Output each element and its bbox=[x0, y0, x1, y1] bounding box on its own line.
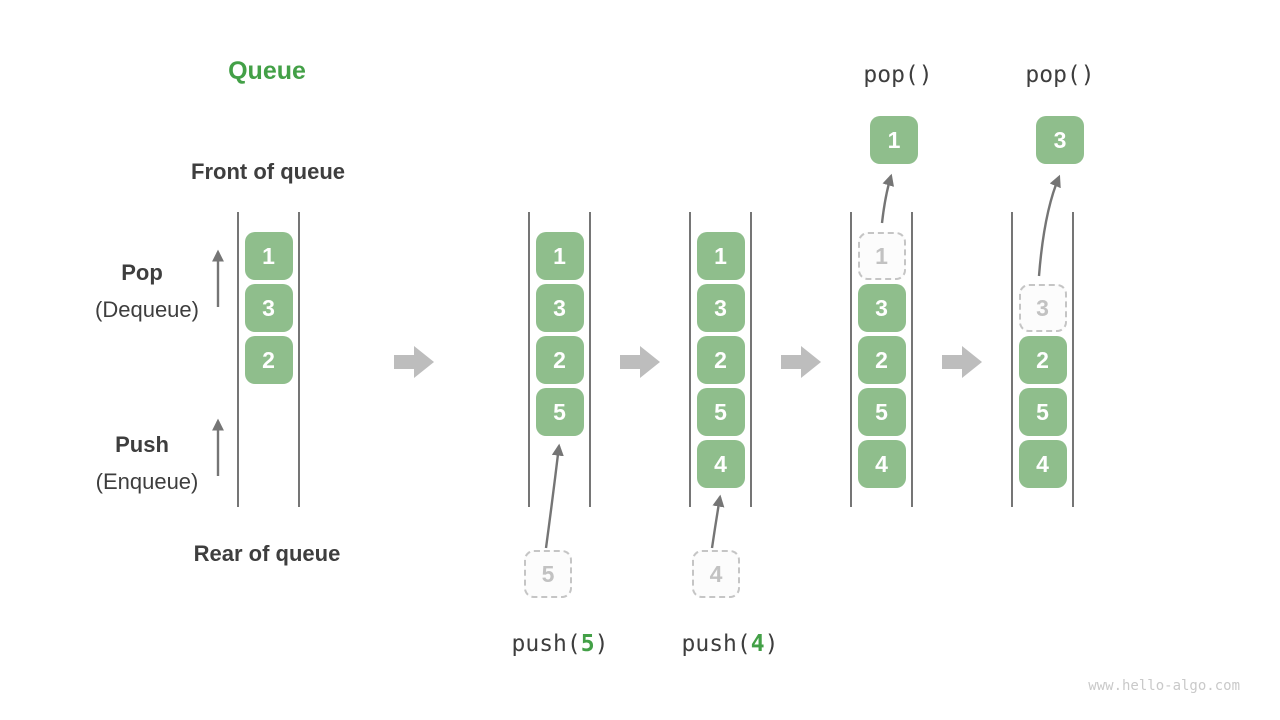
push-value-box: 4 bbox=[692, 550, 740, 598]
front-of-queue-label: Front of queue bbox=[191, 159, 345, 184]
push-label: Push bbox=[115, 432, 169, 457]
queue-cell: 5 bbox=[1018, 388, 1067, 436]
push-call-suffix: ) bbox=[594, 631, 609, 657]
page-title: Queue bbox=[228, 57, 306, 85]
queue-cell: 2 bbox=[857, 336, 906, 384]
push-5-arrow-icon bbox=[544, 443, 564, 549]
pop-call-label: pop() bbox=[863, 62, 933, 88]
queue-cell: 5 bbox=[857, 388, 906, 436]
push-value-box: 5 bbox=[524, 550, 572, 598]
pop-1-arrow-icon bbox=[880, 173, 894, 224]
queue-cell: 3 bbox=[244, 284, 293, 332]
pop-3-arrow-icon bbox=[1037, 174, 1061, 277]
push-call-prefix: push( bbox=[511, 631, 581, 657]
queue-cell-dashed: 3 bbox=[1018, 284, 1067, 332]
popped-value-box: 1 bbox=[870, 116, 918, 164]
queue-cell: 3 bbox=[535, 284, 584, 332]
queue-cell: 1 bbox=[244, 232, 293, 280]
push-call-arg: 4 bbox=[750, 631, 765, 657]
pop-call-label: pop() bbox=[1025, 62, 1095, 88]
push-call-suffix: ) bbox=[764, 631, 779, 657]
push-call-prefix: push( bbox=[681, 631, 751, 657]
queue-cell: 4 bbox=[1018, 440, 1067, 488]
queue-cell: 3 bbox=[857, 284, 906, 332]
queue-cell: 2 bbox=[1018, 336, 1067, 384]
push-call-arg: 5 bbox=[580, 631, 595, 657]
push-4-arrow-icon bbox=[710, 494, 725, 549]
watermark: www.hello-algo.com bbox=[1088, 678, 1240, 694]
queue-cell: 3 bbox=[696, 284, 745, 332]
queue-cell: 4 bbox=[857, 440, 906, 488]
queue-cell: 2 bbox=[696, 336, 745, 384]
next-state-arrow-icon bbox=[394, 346, 434, 378]
next-state-arrow-icon bbox=[781, 346, 821, 378]
pop-label: Pop bbox=[121, 260, 163, 285]
next-state-arrow-icon bbox=[620, 346, 660, 378]
push-call-label: push(4) bbox=[682, 631, 779, 657]
dequeue-sublabel: (Dequeue) bbox=[95, 297, 199, 322]
queue-cell: 1 bbox=[696, 232, 745, 280]
queue-cell: 4 bbox=[696, 440, 745, 488]
rear-of-queue-label: Rear of queue bbox=[193, 541, 341, 566]
enqueue-sublabel: (Enqueue) bbox=[95, 469, 199, 494]
next-state-arrow-icon bbox=[942, 346, 982, 378]
queue-cell: 2 bbox=[244, 336, 293, 384]
push-call-label: push(5) bbox=[512, 631, 609, 657]
queue-cell: 5 bbox=[696, 388, 745, 436]
queue-cell: 2 bbox=[535, 336, 584, 384]
popped-value-box: 3 bbox=[1036, 116, 1084, 164]
queue-cell: 5 bbox=[535, 388, 584, 436]
queue-cell: 1 bbox=[535, 232, 584, 280]
queue-cell-dashed: 1 bbox=[857, 232, 906, 280]
